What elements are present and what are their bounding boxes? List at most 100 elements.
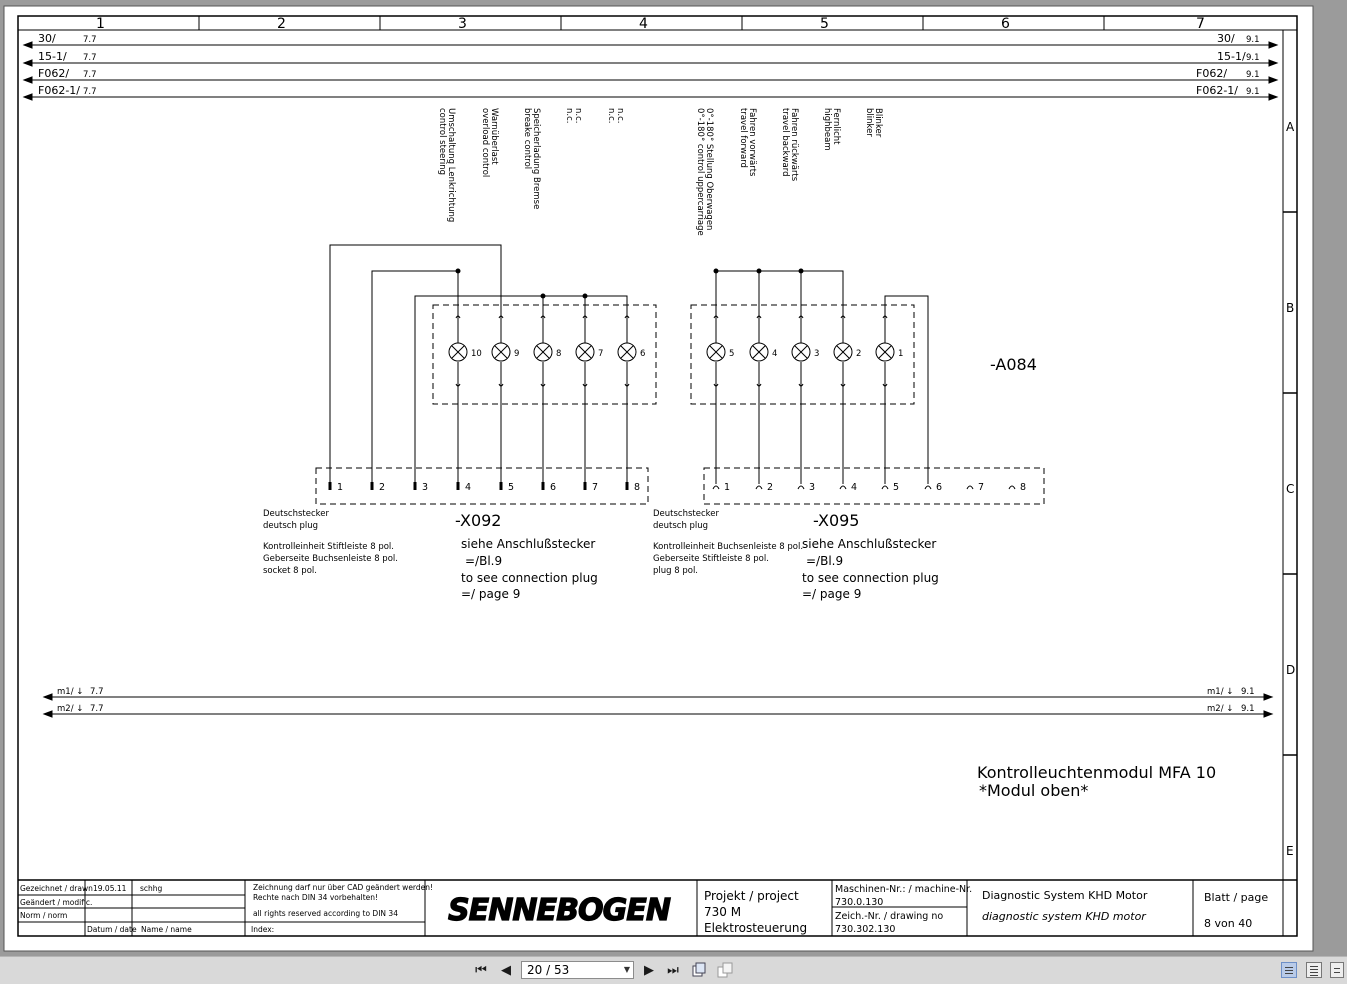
pin-contact (583, 482, 587, 490)
pin-number: 5 (508, 482, 514, 493)
chevron-down-icon: ▼ (623, 965, 630, 974)
lamp-symbol: 3 (791, 315, 819, 387)
next-page-button[interactable]: ▶ (640, 961, 658, 979)
bus-label-right: 30/ (1217, 32, 1235, 45)
mass-label-right: m2/ ↓ (1207, 704, 1233, 714)
mass-ref-right: 9.1 (1241, 687, 1255, 697)
junction-dot (455, 268, 461, 274)
mass-ref-right: 9.1 (1241, 704, 1255, 714)
pages-icon (692, 962, 706, 977)
socket-contact (966, 485, 974, 490)
lamp-number: 1 (898, 349, 903, 359)
connector-x092-id: -X092 (455, 511, 501, 530)
svg-text:Geberseite Stiftleiste 8 pol.: Geberseite Stiftleiste 8 pol. (653, 554, 769, 564)
connector-x092-desc: Deutschstecker deutsch plug Kontrolleinh… (263, 509, 598, 601)
signal-label-de: n.c. (573, 108, 583, 123)
bus-arrow-left (22, 41, 33, 49)
socket-contact (1008, 485, 1016, 490)
page-number-select[interactable]: 20 / 53 ▼ (521, 961, 634, 979)
prev-page-button[interactable]: ◀ (497, 961, 515, 979)
lamp-number: 3 (814, 349, 819, 359)
single-page-view-button[interactable] (1281, 962, 1297, 978)
last-page-button[interactable]: ⏭ (664, 961, 682, 979)
pin-number: 8 (1020, 482, 1026, 493)
wire (371, 270, 459, 484)
svg-text:19.05.11: 19.05.11 (93, 884, 127, 893)
two-page-button[interactable] (716, 961, 734, 979)
svg-text:=/ page 9: =/ page 9 (802, 587, 861, 601)
bus-ref-right: 9.1 (1246, 35, 1260, 45)
signal-label-en: overload control (480, 108, 490, 177)
bus-label-left: F062-1/ (38, 84, 80, 97)
lamp-symbol: 7 (575, 315, 603, 387)
svg-text:Blatt / page: Blatt / page (1204, 891, 1268, 904)
lamp-symbol: 6 (617, 315, 645, 387)
page-indicator: 20 / 53 (527, 963, 570, 977)
svg-text:schhg: schhg (140, 884, 163, 893)
svg-text:=/Bl.9: =/Bl.9 (806, 554, 843, 568)
column-label: 6 (1001, 16, 1010, 32)
svg-text:Maschinen-Nr.: / machine-Nr.: Maschinen-Nr.: / machine-Nr. (835, 884, 972, 895)
mass-label-right: m1/ ↓ (1207, 687, 1233, 697)
pdf-toolbar: ⏮ ◀ 20 / 53 ▼ ▶ ⏭ (0, 956, 1347, 984)
pin-contact (328, 482, 332, 490)
bus-arrow-left (22, 93, 33, 101)
bus-arrow-left (22, 59, 33, 67)
wire (414, 295, 628, 484)
svg-text:730 M: 730 M (704, 905, 741, 919)
wire (884, 295, 929, 484)
junction-dot (540, 293, 546, 299)
pin-number: 6 (550, 482, 556, 493)
socket-contact (924, 485, 932, 490)
mass-ref-left: 7.7 (90, 704, 104, 714)
socket-contact (755, 485, 763, 490)
pin-contact (499, 482, 503, 490)
copy-icon (717, 962, 733, 978)
wire (329, 244, 502, 484)
bus-ref-right: 9.1 (1246, 53, 1260, 63)
title-block (18, 879, 1297, 936)
signal-label-de: Blinker (873, 108, 883, 138)
pin-number: 1 (337, 482, 343, 493)
continuous-view-button[interactable] (1306, 962, 1322, 978)
pin-contact (370, 482, 374, 490)
svg-text:to see connection plug: to see connection plug (802, 571, 939, 585)
pin-number: 4 (465, 482, 471, 493)
svg-text:Deutschstecker: Deutschstecker (653, 509, 719, 519)
bus-ref-right: 9.1 (1246, 87, 1260, 97)
signal-label-en: travel forward (738, 108, 748, 168)
signal-label-de: 0°-180° Stellung Oberwagen (704, 108, 714, 230)
signal-label-de: n.c. (615, 108, 625, 123)
module-id: -A084 (990, 355, 1037, 374)
lamp-number: 4 (772, 349, 777, 359)
signal-label-en: blinker (864, 108, 874, 137)
prev-page-icon: ◀ (501, 962, 511, 978)
lamp-symbol: 9 (491, 315, 519, 387)
pin-contact (413, 482, 417, 490)
sennebogen-logo: SENNEBOGEN (447, 892, 672, 928)
bus-arrow-right (1268, 59, 1279, 67)
bus-label-left: 15-1/ (38, 50, 67, 63)
bus-arrow-left (22, 76, 33, 84)
svg-text:730.0.130: 730.0.130 (835, 897, 883, 908)
svg-text:all rights reserved according: all rights reserved according to DIN 34 (253, 909, 398, 918)
mass-arrow-right (1263, 693, 1274, 701)
facing-view-button[interactable] (1330, 962, 1344, 978)
signal-label-de: Fahren vorwärts (747, 108, 757, 177)
lamp-number: 5 (729, 349, 734, 359)
bus-arrow-right (1268, 41, 1279, 49)
rotate-view-button[interactable] (690, 961, 708, 979)
bus-label-right: 15-1/ (1217, 50, 1246, 63)
svg-text:siehe Anschlußstecker: siehe Anschlußstecker (802, 537, 936, 551)
lamp-number: 2 (856, 349, 861, 359)
svg-text:Diagnostic System KHD Motor: Diagnostic System KHD Motor (982, 889, 1148, 902)
column-label: 1 (96, 16, 105, 32)
lamp-symbol: 1 (875, 315, 903, 387)
lamp-symbol: 8 (533, 315, 561, 387)
module-box-left (432, 304, 657, 405)
pin-number: 6 (936, 482, 942, 493)
pin-number: 7 (978, 482, 984, 493)
first-page-button[interactable]: ⏮ (472, 961, 490, 979)
pin-number: 5 (893, 482, 899, 493)
